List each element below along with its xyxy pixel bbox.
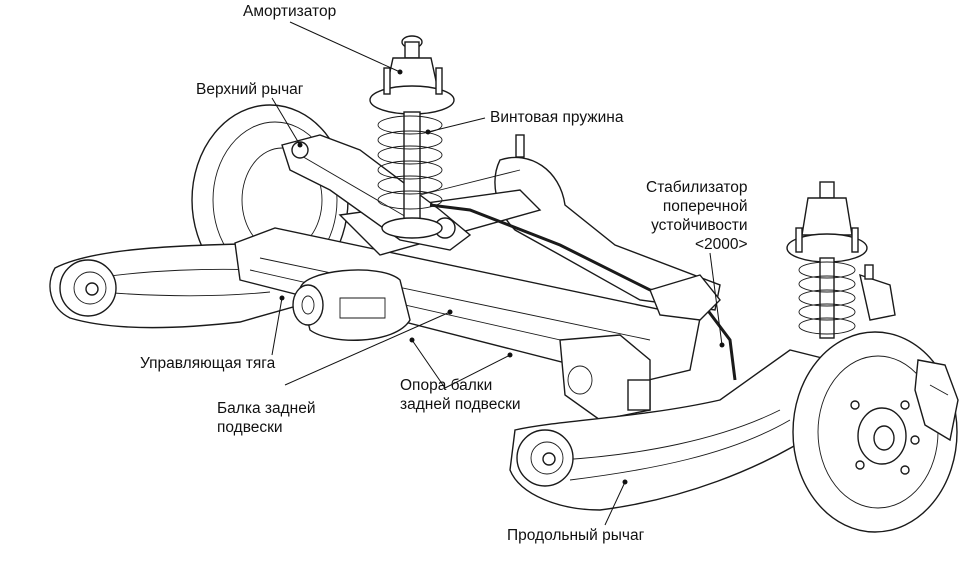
right-arm-bushing xyxy=(516,429,574,487)
left-coil-spring xyxy=(377,115,443,210)
left-shock-absorber xyxy=(369,35,455,239)
label-beam-mount: Опора балки задней подвески xyxy=(400,377,521,413)
right-knuckle xyxy=(859,264,896,321)
label-rear-beam: Балка задней подвески xyxy=(217,400,316,436)
right-brake-caliper xyxy=(914,359,959,442)
label-shock-absorber: Амортизатор xyxy=(243,3,337,20)
beam-mount-block xyxy=(292,269,651,421)
label-trailing-arm: Продольный рычаг xyxy=(507,527,645,544)
label-upper-arm: Верхний рычаг xyxy=(196,81,304,98)
stabilizer-bar xyxy=(429,203,737,381)
label-stabilizer: Стабилизатор поперечной устойчивости <20… xyxy=(646,179,748,253)
right-trailing-arm xyxy=(509,349,831,511)
right-shock-absorber xyxy=(786,181,868,339)
leader-lines xyxy=(271,21,725,526)
left-arm-bushing xyxy=(59,259,117,317)
right-coil-spring xyxy=(798,261,856,335)
label-coil-spring: Винтовая пружина xyxy=(490,109,624,126)
label-control-link: Управляющая тяга xyxy=(140,355,276,372)
